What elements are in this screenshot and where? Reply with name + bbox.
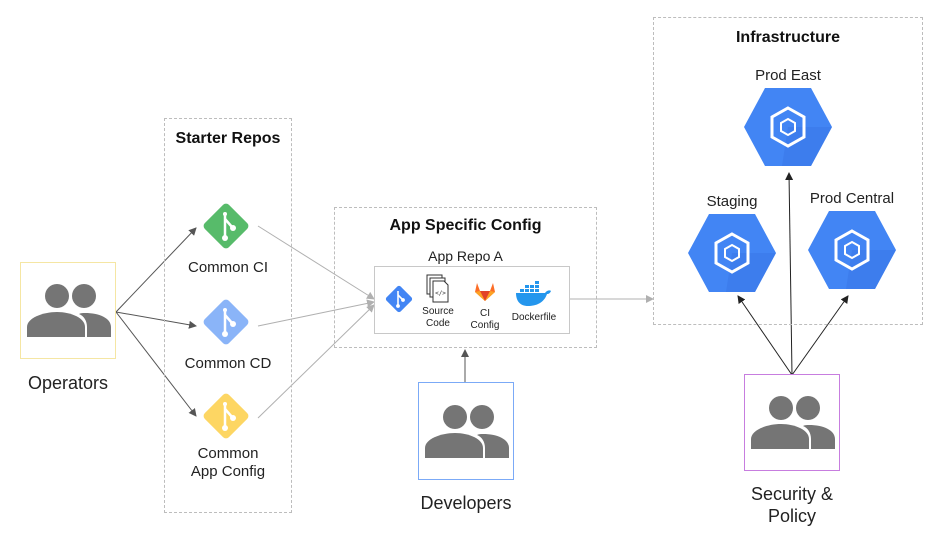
app-repo-title: App Repo A [428, 248, 503, 264]
developers-people-icon [425, 405, 509, 458]
security-policy-label-line2: Policy [767, 506, 816, 526]
ci-config-label-line2: Config [470, 320, 500, 331]
common-cd-label: Common CD [184, 355, 272, 372]
arrow-operators-to-common-app-config [115, 311, 197, 417]
security-policy-label-line1: Security & [750, 484, 834, 504]
prod-central-cluster-icon [808, 211, 896, 289]
common-app-config-label-line1: Common [197, 445, 259, 462]
app-specific-config-title: App Specific Config [389, 217, 542, 234]
arrow-operators-to-common-ci [115, 227, 197, 313]
operators-box [20, 262, 116, 359]
starter-repos-title: Starter Repos [175, 130, 281, 147]
common-app-config-git-icon [203, 393, 249, 439]
common-ci-git-icon [203, 203, 249, 249]
arrow-security-to-prod-central [791, 295, 849, 376]
infrastructure-group [653, 17, 923, 325]
svg-text:</>: </> [435, 290, 446, 297]
staging-cluster-icon [688, 214, 776, 292]
app-specific-config-group [334, 207, 597, 348]
security-policy-box [744, 374, 840, 471]
common-app-config-label-line2: App Config [190, 463, 266, 480]
source-code-label-line1: Source [422, 306, 454, 317]
security-policy-people-icon [751, 396, 835, 449]
arrow-security-to-prod-east [785, 172, 794, 376]
prod-central-label: Prod Central [809, 190, 895, 207]
ci-config-label-line1: CI [480, 308, 490, 319]
docker-icon [516, 281, 551, 306]
prod-east-label: Prod East [755, 67, 821, 84]
starter-repos-group [164, 118, 292, 513]
source-code-label-line2: Code [426, 318, 450, 329]
staging-label: Staging [706, 193, 758, 210]
common-cd-git-icon [203, 299, 249, 345]
source-code-icon: </> [426, 274, 449, 303]
prod-east-cluster-icon [744, 88, 832, 166]
app-repo-git-icon [385, 285, 413, 313]
arrow-operators-to-common-cd [115, 311, 197, 329]
infrastructure-title: Infrastructure [735, 29, 841, 46]
arrow-common-app-config-to-app-repo [257, 304, 375, 419]
arrow-security-to-staging [737, 295, 793, 376]
common-ci-label: Common CI [187, 259, 269, 276]
arrow-common-ci-to-app-repo [257, 225, 375, 300]
developers-label: Developers [420, 493, 512, 513]
dockerfile-label: Dockerfile [511, 312, 557, 323]
operators-label: Operators [27, 373, 109, 393]
developers-box [418, 382, 514, 480]
gitlab-icon [475, 283, 495, 301]
arrow-common-cd-to-app-repo [257, 299, 375, 327]
operators-people-icon [27, 284, 111, 337]
